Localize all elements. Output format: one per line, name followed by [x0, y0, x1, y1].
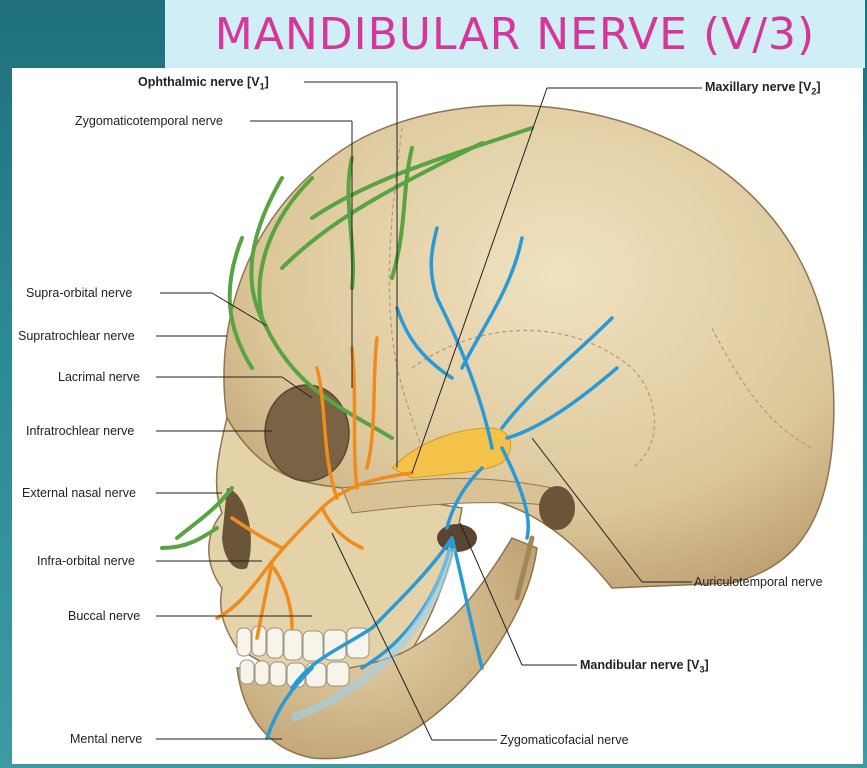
slide-title: MANDIBULAR NERVE (V/3): [214, 8, 816, 60]
label-auriculotemporal-nerve: Auriculotemporal nerve: [694, 575, 823, 589]
lambdoid-suture: [711, 327, 813, 449]
label-lacrimal-nerve: Lacrimal nerve: [58, 370, 140, 384]
label-external-nasal-nerve: External nasal nerve: [22, 486, 136, 500]
coronal-suture: [388, 127, 433, 479]
teeth: [236, 625, 370, 688]
label-mandibular-nerve: Mandibular nerve [V3]: [580, 658, 709, 675]
maxillary-branches: [215, 336, 414, 640]
illustration-panel: Ophthalmic nerve [V1] Maxillary nerve [V…: [12, 68, 863, 764]
label-infratrochlear-nerve: Infratrochlear nerve: [26, 424, 135, 438]
trigeminal-ganglion: [391, 427, 512, 479]
label-maxillary-nerve: Maxillary nerve [V2]: [705, 80, 821, 97]
label-zygomaticotemporal-nerve: Zygomaticotemporal nerve: [75, 114, 223, 128]
label-mental-nerve: Mental nerve: [70, 732, 143, 746]
styloid-process: [514, 535, 535, 601]
squamous-suture: [411, 329, 656, 469]
label-supratrochlear-nerve: Supratrochlear nerve: [18, 329, 135, 343]
label-infraorbital-nerve: Infra-orbital nerve: [37, 554, 135, 568]
inferior-alveolar-nerve: [290, 547, 456, 722]
mandible: [236, 537, 538, 760]
label-ophthalmic-nerve: Ophthalmic nerve [V1]: [138, 75, 269, 92]
external-acoustic-meatus: [539, 486, 575, 530]
nasal-cavity: [222, 488, 251, 570]
title-banner: MANDIBULAR NERVE (V/3): [165, 0, 865, 68]
mandibular-branches: [265, 226, 619, 740]
leader-lines: [156, 81, 702, 741]
label-buccal-nerve: Buccal nerve: [68, 609, 141, 623]
label-supraorbital-nerve: Supra-orbital nerve: [26, 286, 133, 300]
label-zygomaticofacial-nerve: Zygomaticofacial nerve: [500, 733, 629, 747]
skull-illustration: [156, 81, 835, 760]
orbit: [264, 384, 350, 482]
ophthalmic-branches: [160, 126, 534, 550]
